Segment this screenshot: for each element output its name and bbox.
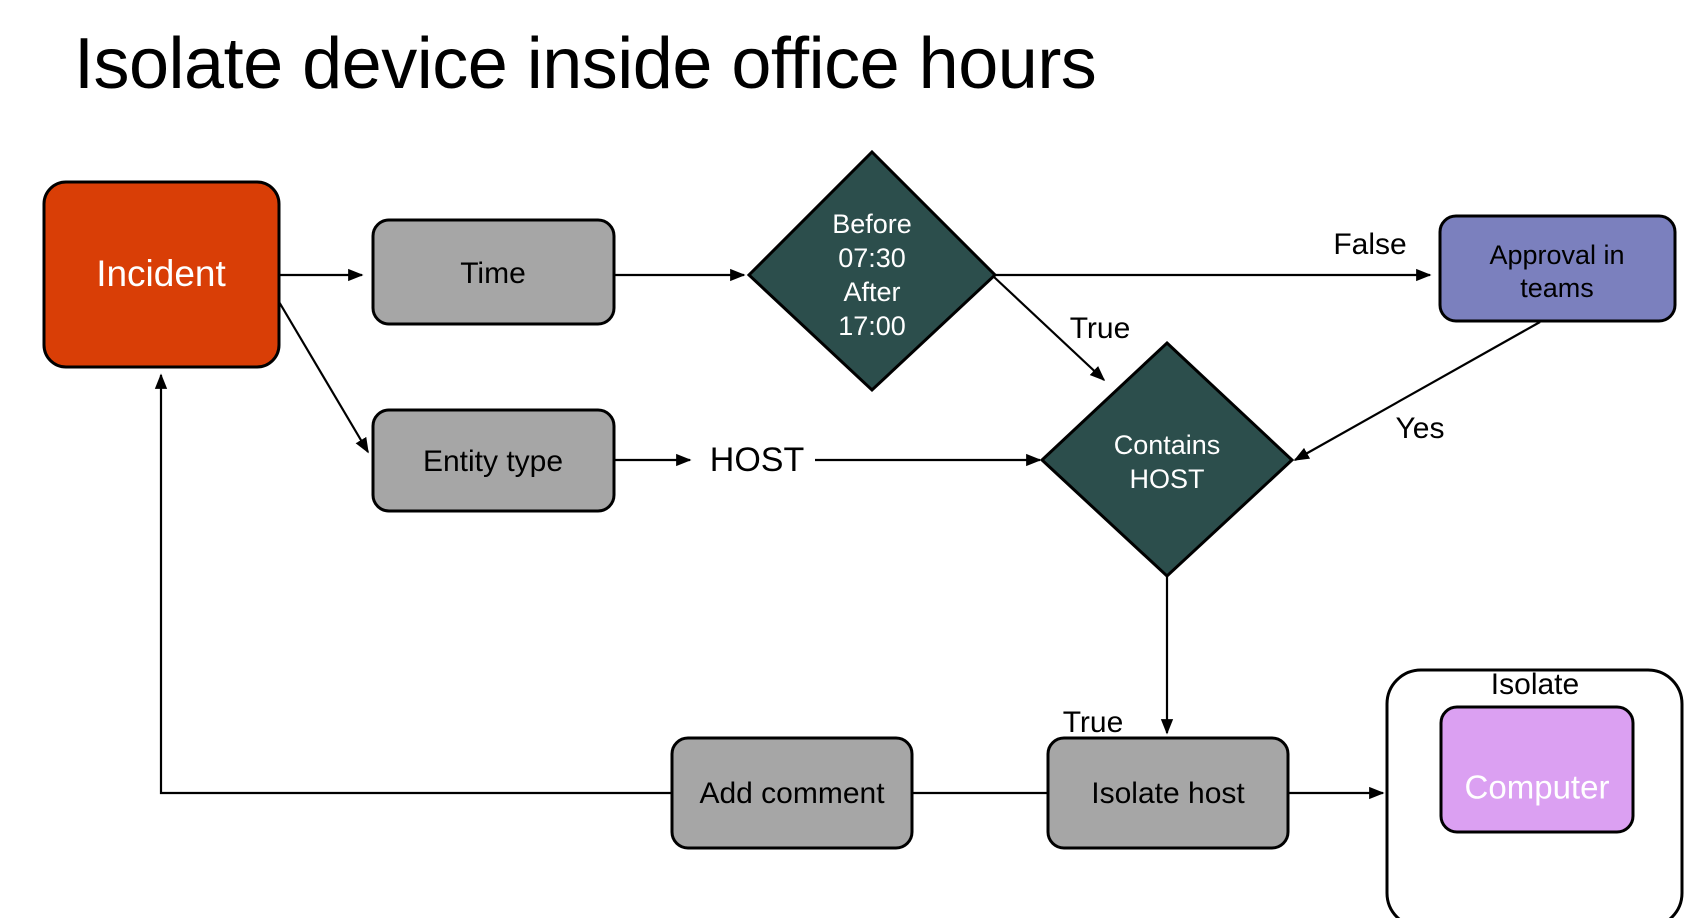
node-host-text-label: HOST — [710, 441, 804, 479]
node-time-decision[interactable]: Before 07:30 After 17:00 — [746, 149, 998, 393]
node-entity-type-label: Entity type — [423, 445, 563, 478]
node-time[interactable]: Time — [371, 218, 616, 326]
node-approval[interactable]: Approval in teams — [1438, 214, 1677, 323]
edge-add-comment-to-incident — [154, 373, 672, 795]
edge-label-false: False — [1333, 228, 1406, 261]
node-isolate-host-label: Isolate host — [1091, 777, 1245, 810]
node-time-decision-line4: 17:00 — [838, 311, 906, 341]
node-time-decision-line2: 07:30 — [838, 243, 906, 273]
node-host-text: HOST — [710, 441, 804, 479]
node-entity-type[interactable]: Entity type — [371, 408, 616, 513]
page-title: Isolate device inside office hours — [74, 24, 1097, 104]
node-add-comment-label: Add comment — [699, 777, 885, 810]
edge-incident-to-entity-type — [271, 289, 369, 454]
node-approval-line1: Approval in — [1489, 240, 1624, 270]
node-time-label: Time — [460, 257, 526, 290]
edge-label-true-1: True — [1070, 312, 1131, 345]
node-time-decision-line1: Before — [832, 209, 912, 239]
node-contains-host-line1: Contains — [1114, 430, 1221, 460]
node-isolate-container-label: Isolate — [1491, 668, 1579, 701]
edge-contains-host-to-isolate-host: True — [1063, 573, 1174, 739]
edge-time-decision-to-contains-host: True — [993, 276, 1131, 382]
node-contains-host[interactable]: Contains HOST — [1039, 340, 1295, 579]
node-approval-line2: teams — [1520, 273, 1594, 303]
node-time-decision-line3: After — [843, 277, 900, 307]
edge-approval-to-contains-host: Yes — [1293, 321, 1541, 461]
node-incident[interactable]: Incident — [42, 180, 281, 369]
node-add-comment[interactable]: Add comment — [670, 736, 914, 850]
edge-label-true-2: True — [1063, 706, 1124, 739]
node-contains-host-line2: HOST — [1129, 464, 1204, 494]
node-computer[interactable]: Computer — [1439, 705, 1635, 834]
edge-label-yes: Yes — [1396, 412, 1445, 445]
node-isolate-host[interactable]: Isolate host — [1046, 736, 1290, 850]
edge-time-decision-to-approval: False — [995, 228, 1432, 282]
node-incident-label: Incident — [96, 253, 226, 294]
node-computer-label: Computer — [1465, 769, 1610, 806]
